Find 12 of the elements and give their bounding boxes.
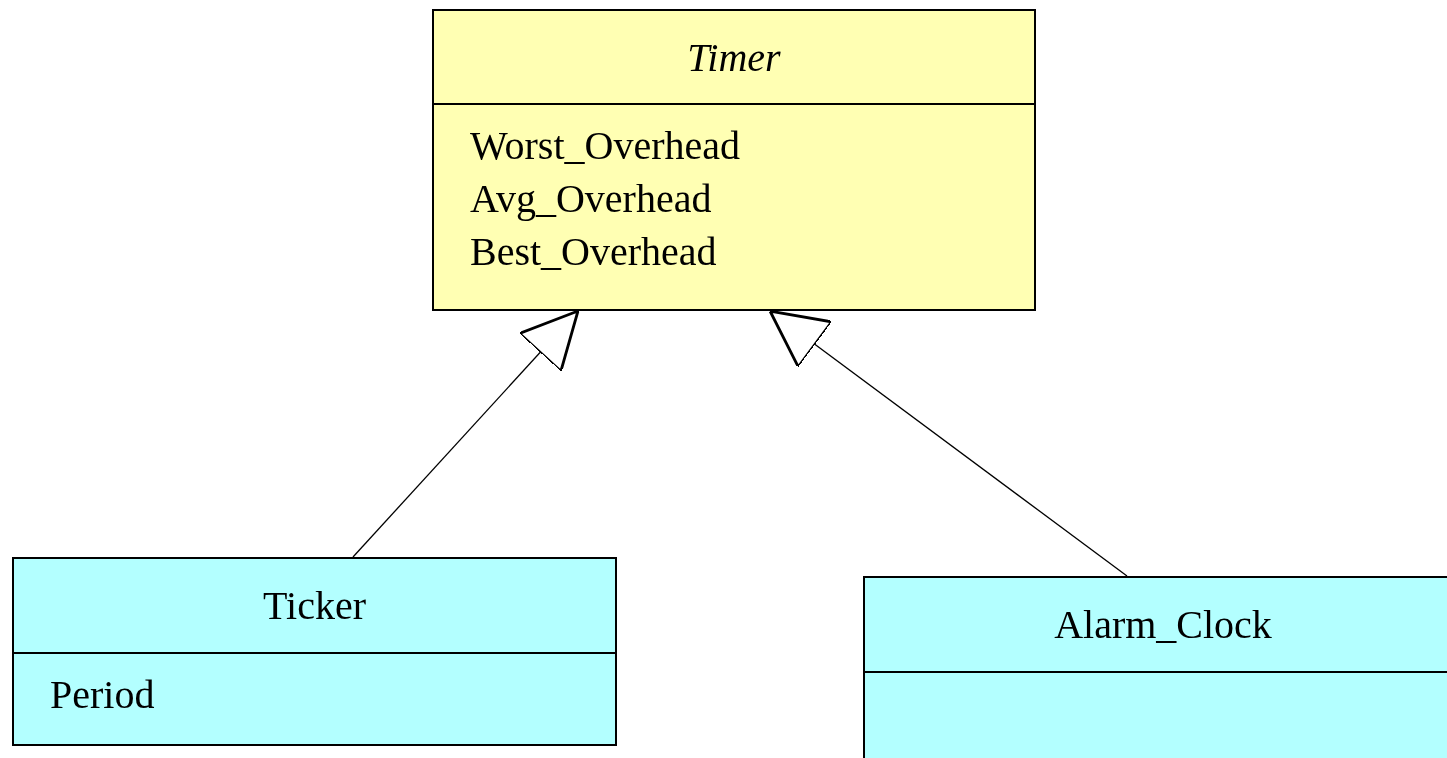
class-name: Alarm_Clock — [1054, 601, 1272, 648]
class-box — [12, 557, 617, 746]
generalization-arrow — [352, 309, 580, 558]
attribute-text: Worst_Overhead — [470, 122, 741, 170]
generalization-arrow — [768, 309, 1128, 577]
attribute-text: Best_Overhead — [470, 228, 717, 276]
class-box — [432, 9, 1036, 311]
attribute-text: Avg_Overhead — [470, 175, 712, 223]
class-box — [863, 576, 1447, 758]
attribute-text: Period — [50, 671, 155, 719]
class-name: Ticker — [263, 582, 366, 629]
class-name: Timer — [687, 33, 781, 81]
